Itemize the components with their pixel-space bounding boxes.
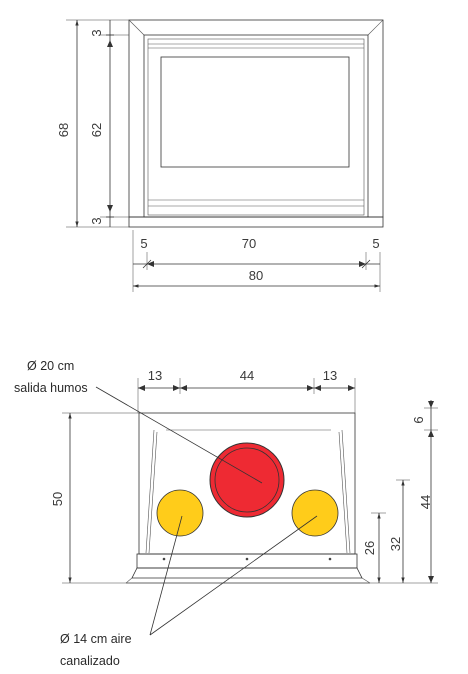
air-duct-size-label: Ø 14 cm aire [60,632,132,646]
rear-height-dimensions: 6 44 32 26 [362,400,438,584]
front-height-glass: 62 [89,123,104,137]
front-height-total: 68 [56,123,71,137]
smoke-outlet-name-label: salida humos [14,381,88,395]
air-duct-right-circle [291,489,339,537]
smoke-outlet-circle [209,442,285,518]
air-duct-leader-left [149,515,183,636]
front-width-glass: 70 [242,236,256,251]
front-width-left: 5 [140,236,147,251]
front-width-right: 5 [372,236,379,251]
smoke-outlet-callout: Ø 20 cm salida humos [14,359,263,484]
air-duct-name-label: canalizado [60,654,120,668]
rear-left-offset: 13 [148,368,162,383]
front-height-bottom: 3 [89,217,104,224]
front-view [128,19,384,228]
rear-right-offset: 13 [323,368,337,383]
rear-depth-dimension: 50 [50,412,139,584]
rear-height-32: 32 [388,537,403,551]
front-base [128,216,384,228]
rear-top-offset: 6 [411,416,426,423]
rear-depth-value: 50 [50,492,65,506]
front-glass [160,56,350,168]
rear-view [125,412,371,584]
rear-height-44: 44 [418,495,433,509]
smoke-outlet-size-label: Ø 20 cm [27,359,74,373]
air-duct-left-circle [156,489,204,537]
front-width-total: 80 [249,268,263,283]
air-duct-leader-right [149,515,318,636]
air-duct-callout: Ø 14 cm aire canalizado [60,515,318,668]
rear-center-spacing: 44 [240,368,254,383]
rear-height-26: 26 [362,541,377,555]
front-vertical-dimensions: 68 3 62 3 [56,19,129,228]
front-inner-frame [143,34,369,218]
front-outer-frame [128,19,384,218]
rear-horizontal-dimensions: 13 44 13 [137,368,356,413]
smoke-outlet-leader [95,386,263,484]
front-horizontal-dimensions: 5 70 5 80 [132,230,381,292]
front-height-top: 3 [89,29,104,36]
